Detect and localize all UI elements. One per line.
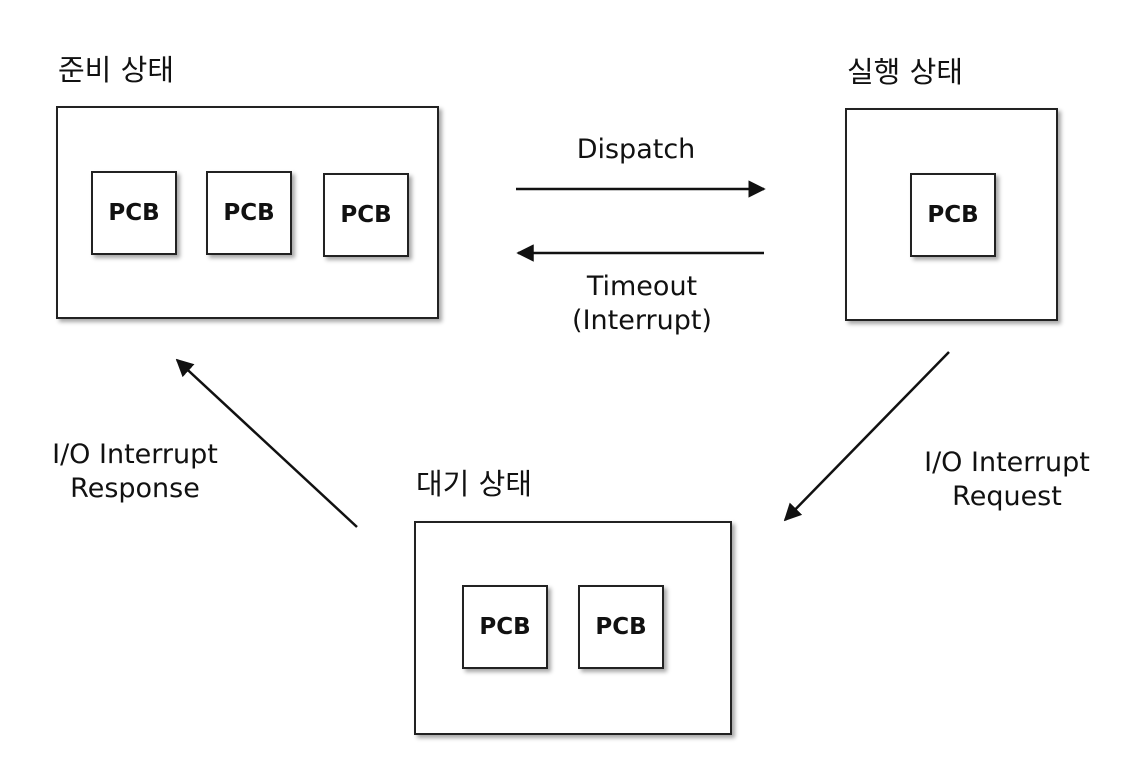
running-pcb-1: PCB (910, 173, 996, 257)
ready-pcb-2: PCB (206, 171, 292, 255)
waiting-state-box: PCB PCB (414, 521, 732, 735)
io-request-label: I/O Interrupt Request (887, 446, 1127, 514)
ready-pcb-1: PCB (91, 171, 177, 255)
ready-state-title: 준비 상태 (58, 53, 174, 87)
ready-state-box: PCB PCB PCB (56, 106, 439, 319)
io-response-label: I/O Interrupt Response (15, 438, 255, 506)
waiting-pcb-1: PCB (462, 585, 548, 669)
io-response-arrow (175, 358, 358, 528)
io-request-label-line-2: Request (952, 481, 1062, 512)
waiting-pcb-2: PCB (578, 585, 664, 669)
timeout-label-line-2: (Interrupt) (572, 305, 712, 336)
dispatch-label-line-1: Dispatch (576, 134, 696, 165)
io-request-label-line-1: I/O Interrupt (924, 447, 1090, 478)
running-state-title: 실행 상태 (847, 55, 963, 89)
dispatch-label: Dispatch (536, 133, 736, 167)
timeout-label-line-1: Timeout (586, 271, 698, 302)
running-state-box: PCB (845, 108, 1058, 321)
waiting-state-title: 대기 상태 (416, 467, 532, 501)
io-request-arrow (783, 351, 950, 522)
timeout-label: Timeout (Interrupt) (542, 270, 742, 338)
io-response-label-line-2: Response (70, 473, 200, 504)
io-response-label-line-1: I/O Interrupt (52, 439, 218, 470)
ready-pcb-3: PCB (323, 173, 409, 257)
